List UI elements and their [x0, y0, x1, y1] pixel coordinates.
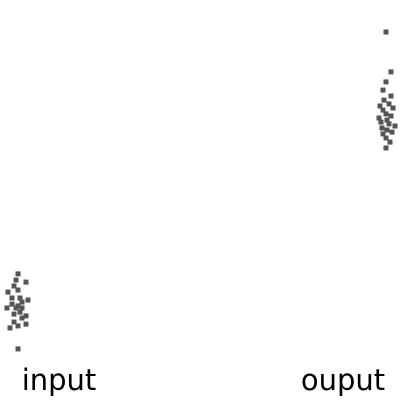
data-point-input-4 — [11, 319, 17, 325]
data-point-input-19 — [15, 287, 21, 293]
data-point-ouput-5 — [384, 127, 390, 133]
data-point-input-12 — [15, 303, 21, 309]
data-point-ouput-2 — [383, 135, 389, 141]
data-point-input-18 — [5, 289, 11, 295]
data-point-ouput-17 — [386, 101, 392, 107]
data-point-input-2 — [15, 323, 21, 329]
data-point-input-11 — [19, 305, 25, 311]
data-point-input-14 — [19, 299, 25, 305]
data-point-ouput-7 — [392, 123, 398, 129]
data-point-ouput-9 — [378, 119, 384, 125]
x-tick-label-input: input — [22, 363, 97, 397]
data-point-input-17 — [17, 295, 23, 301]
data-point-ouput-4 — [389, 129, 395, 135]
data-point-ouput-10 — [384, 117, 390, 123]
data-point-input-1 — [7, 325, 13, 331]
data-point-ouput-11 — [376, 115, 382, 121]
data-point-input-9 — [4, 305, 10, 311]
data-point-ouput-13 — [383, 111, 389, 117]
points-layer — [4, 29, 398, 352]
data-point-ouput-12 — [388, 113, 394, 119]
data-point-input-21 — [23, 279, 29, 285]
data-point-ouput-8 — [386, 121, 392, 127]
data-point-ouput-14 — [380, 107, 386, 113]
data-point-ouput-22 — [388, 69, 394, 75]
data-point-input-20 — [11, 283, 17, 289]
data-point-ouput-6 — [379, 125, 385, 131]
data-point-ouput-3 — [380, 131, 386, 137]
data-point-input-15 — [25, 297, 31, 303]
data-point-ouput-16 — [377, 103, 383, 109]
data-point-input-7 — [11, 311, 17, 317]
data-point-input-8 — [17, 309, 23, 315]
data-point-ouput-19 — [388, 93, 394, 99]
data-point-input-23 — [15, 271, 21, 277]
data-point-input-16 — [9, 295, 15, 301]
x-tick-labels: input ouput — [22, 363, 385, 397]
data-point-input-3 — [23, 321, 29, 327]
data-point-ouput-15 — [390, 105, 396, 111]
data-point-ouput-23 — [383, 29, 389, 35]
data-point-ouput-1 — [387, 139, 393, 145]
data-point-ouput-21 — [383, 79, 389, 85]
x-tick-label-ouput: ouput — [301, 363, 385, 397]
data-point-input-0 — [15, 346, 21, 352]
data-point-input-5 — [19, 315, 25, 321]
data-point-ouput-20 — [380, 87, 386, 93]
data-point-input-13 — [9, 301, 15, 307]
data-point-input-22 — [13, 277, 19, 283]
data-point-ouput-0 — [383, 145, 389, 151]
data-point-input-6 — [23, 313, 29, 319]
data-point-ouput-18 — [381, 97, 387, 103]
